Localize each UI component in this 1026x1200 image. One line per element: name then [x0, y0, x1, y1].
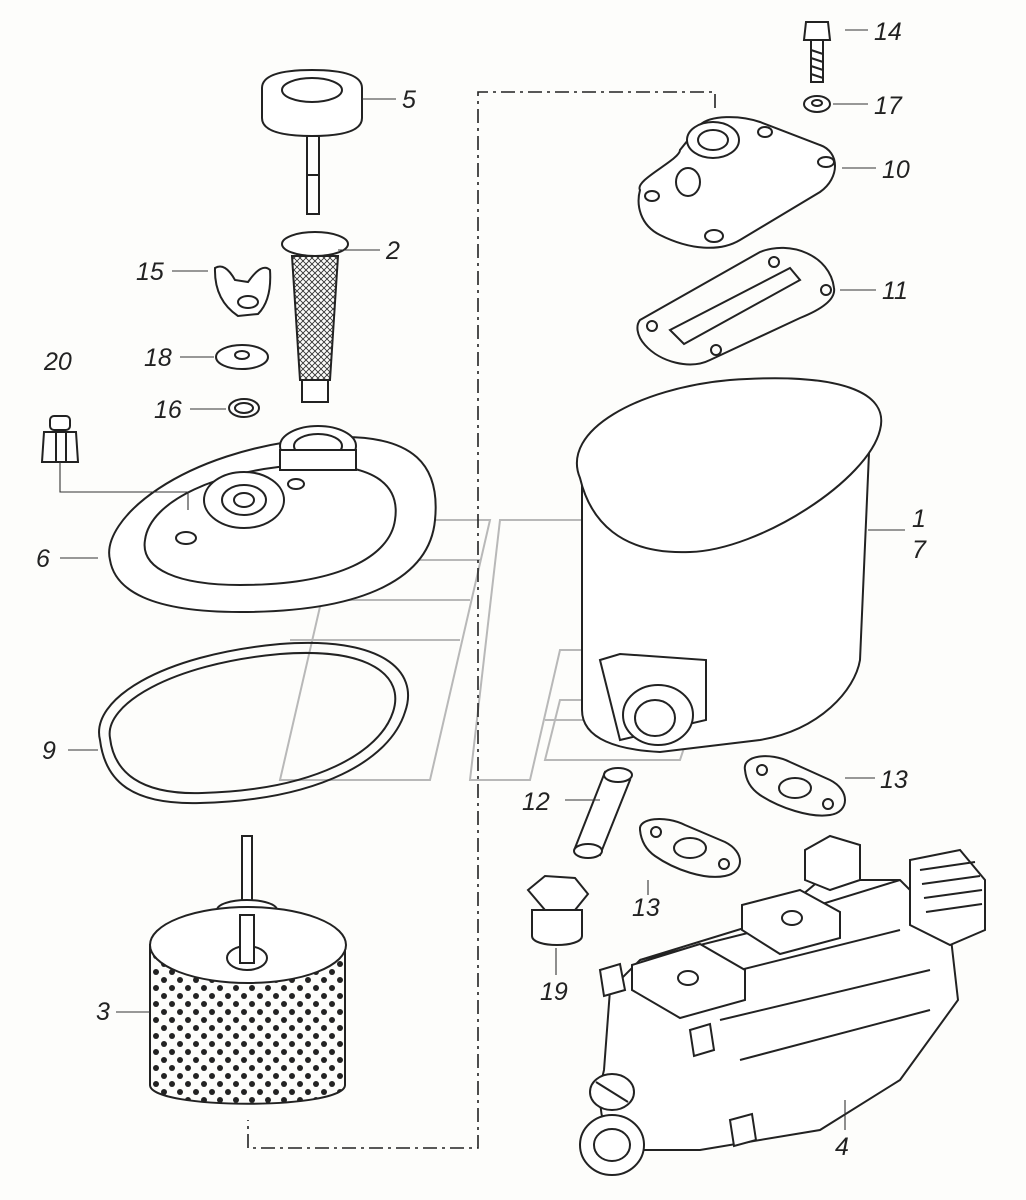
leader-lines — [59, 29, 905, 1130]
callout-15: 15 — [136, 258, 164, 286]
part-19-plug — [526, 874, 590, 946]
callout-14: 14 — [874, 18, 902, 46]
part-9-gasket — [98, 641, 410, 805]
part-2-strainer — [281, 231, 349, 403]
part-15-wing-nut — [213, 265, 272, 318]
part-6-cover — [108, 425, 437, 614]
callout-13-lower: 13 — [632, 894, 660, 922]
part-10-housing — [637, 116, 836, 249]
part-14-bolt — [802, 21, 832, 83]
callout-13-upper: 13 — [880, 766, 908, 794]
part-11-gasket — [636, 247, 836, 366]
part-13-gasket-lower — [639, 818, 741, 878]
callout-19: 19 — [540, 978, 568, 1006]
part-1-reservoir — [576, 377, 883, 754]
part-3-filter — [149, 835, 347, 1105]
callout-3: 3 — [96, 998, 110, 1026]
part-17-washer — [803, 95, 831, 113]
callout-20: 20 — [43, 348, 72, 376]
part-20-plug — [40, 415, 80, 463]
part-18-washer — [215, 344, 269, 370]
callout-17: 17 — [874, 92, 903, 120]
part-13-gasket-upper — [743, 755, 846, 817]
callout-5: 5 — [402, 86, 416, 114]
part-16-o-ring — [228, 398, 260, 418]
part-12-tube — [573, 767, 633, 859]
part-5-dipstick — [261, 68, 363, 215]
callout-7: 7 — [912, 536, 927, 564]
callout-11: 11 — [882, 277, 908, 305]
callout-labels: 1 7 2 3 4 5 6 9 10 11 12 13 13 14 15 16 … — [36, 18, 927, 1161]
callout-12: 12 — [522, 788, 550, 816]
assembly-line — [247, 91, 716, 1149]
callout-4: 4 — [835, 1133, 849, 1161]
callout-6: 6 — [36, 545, 50, 573]
callout-18: 18 — [144, 344, 172, 372]
callout-1: 1 — [912, 505, 926, 533]
callout-2: 2 — [385, 237, 400, 265]
part-4-pump — [579, 834, 986, 1176]
callout-10: 10 — [882, 156, 910, 184]
callout-9: 9 — [42, 737, 56, 765]
callout-16: 16 — [154, 396, 182, 424]
